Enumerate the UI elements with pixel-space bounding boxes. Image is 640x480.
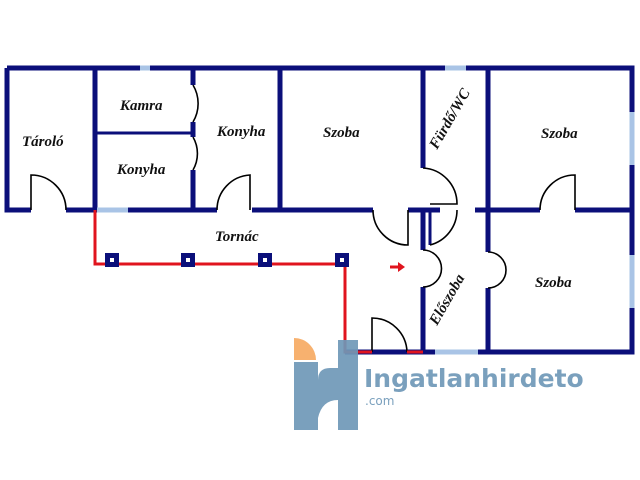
watermark-domain: .com bbox=[365, 394, 394, 408]
room-label-konyha-large: Konyha bbox=[216, 124, 266, 140]
room-label-szoba-1: Szoba bbox=[323, 125, 360, 141]
watermark-brand: Ingatlanhirdeto bbox=[364, 364, 584, 393]
logo-orange-icon bbox=[294, 338, 316, 360]
windows bbox=[97, 65, 635, 355]
room-label-kamra: Kamra bbox=[119, 98, 163, 114]
room-label-taroló: Tároló bbox=[22, 134, 64, 150]
watermark-logo: Ingatlanhirdeto .com bbox=[294, 338, 584, 430]
room-label-furdo: Fürdő/WC bbox=[426, 85, 474, 152]
logo-h-icon bbox=[294, 340, 358, 430]
room-labels: Tároló Kamra Konyha Konyha Szoba Fürdő/W… bbox=[22, 85, 578, 328]
terrace-posts bbox=[105, 253, 349, 267]
walls bbox=[4, 65, 635, 355]
doors bbox=[30, 84, 576, 353]
terrace-outline bbox=[93, 210, 423, 354]
room-label-tornac: Tornác bbox=[215, 229, 259, 245]
room-label-szoba-3: Szoba bbox=[535, 275, 572, 291]
room-label-szoba-2: Szoba bbox=[541, 126, 578, 142]
arrow-head-icon bbox=[398, 262, 405, 272]
room-label-eloszoba: Előszoba bbox=[426, 271, 469, 329]
room-label-konyha-small: Konyha bbox=[116, 162, 166, 178]
